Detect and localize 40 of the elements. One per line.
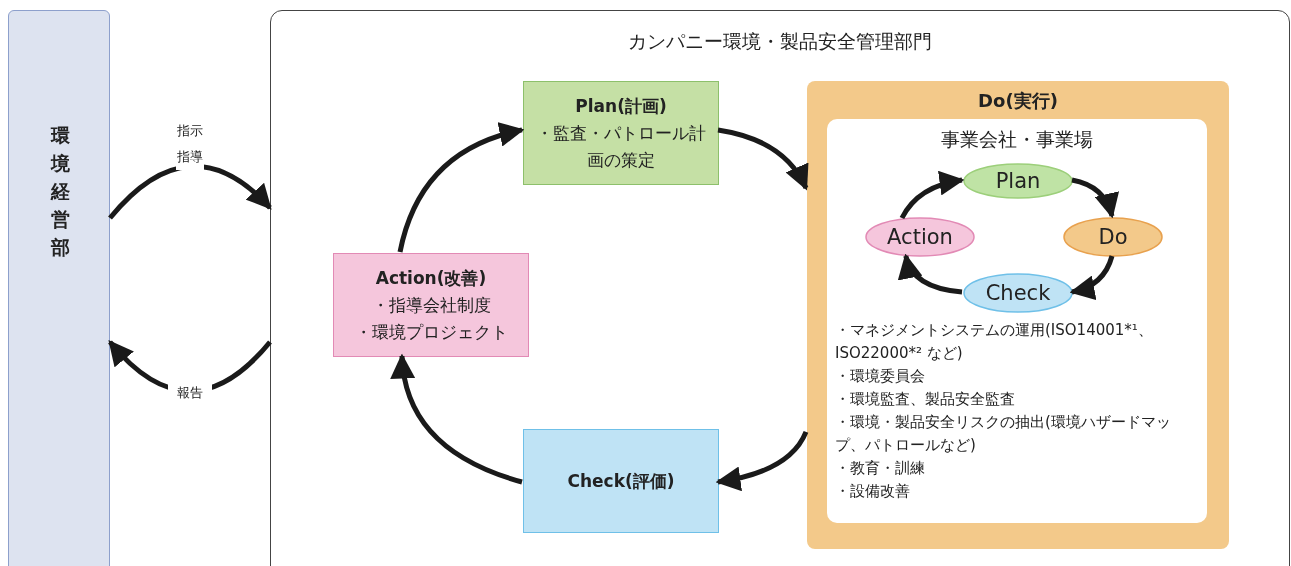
- bullet-item: ・マネジメントシステムの運用(ISO14001*¹、ISO22000*² など): [835, 320, 1154, 364]
- box-heading: Action(改善): [374, 266, 488, 290]
- node-label: Action: [886, 225, 954, 249]
- side-panel: [8, 10, 110, 566]
- ellipse-node: [963, 163, 1073, 199]
- process-box: [523, 81, 719, 185]
- box-heading: Plan(計画): [574, 94, 668, 118]
- group-panel: [827, 119, 1207, 523]
- arrow: [391, 353, 523, 485]
- bullet-item: ・環境プロジェクト: [353, 320, 509, 344]
- arrow: [899, 253, 963, 295]
- bullet-item: ・監査・パトロール計画の策定: [535, 121, 707, 172]
- group-title: 事業会社・事業場: [940, 127, 1094, 152]
- node-label: Check: [984, 281, 1052, 305]
- ellipse-node: [963, 273, 1073, 313]
- bullet-item: ・指導会社制度: [370, 293, 492, 317]
- process-box: [523, 429, 719, 533]
- arrow: [108, 163, 272, 220]
- bullet-item: ・教育・訓練: [835, 458, 926, 479]
- group-panel: [270, 10, 1290, 566]
- arrow: [1071, 177, 1118, 219]
- bullet-item: ・環境監査、製品安全監査: [835, 389, 1016, 410]
- bullet-item: ・環境・製品安全リスクの抽出(環境ハザードマップ、パトロールなど): [835, 412, 1172, 456]
- box-heading: Check(評価): [566, 469, 676, 493]
- arrow: [715, 430, 809, 491]
- arrow: [899, 171, 965, 220]
- group-title: カンパニー環境・製品安全管理部門: [627, 29, 933, 54]
- group-panel: [807, 81, 1229, 549]
- node-label: Do: [1097, 225, 1129, 249]
- group-title: Do(実行): [977, 89, 1059, 113]
- panel-title: 環境経営部: [49, 123, 71, 260]
- process-box: [333, 253, 529, 357]
- bullet-item: ・環境委員会: [835, 366, 926, 387]
- node-label: Plan: [994, 169, 1042, 193]
- arrow: [1069, 255, 1115, 300]
- arrow: [717, 127, 809, 191]
- bullet-item: ・設備改善: [835, 481, 911, 502]
- ellipse-node: [1063, 217, 1163, 257]
- ellipse-node: [865, 217, 975, 257]
- arrow: [397, 123, 525, 253]
